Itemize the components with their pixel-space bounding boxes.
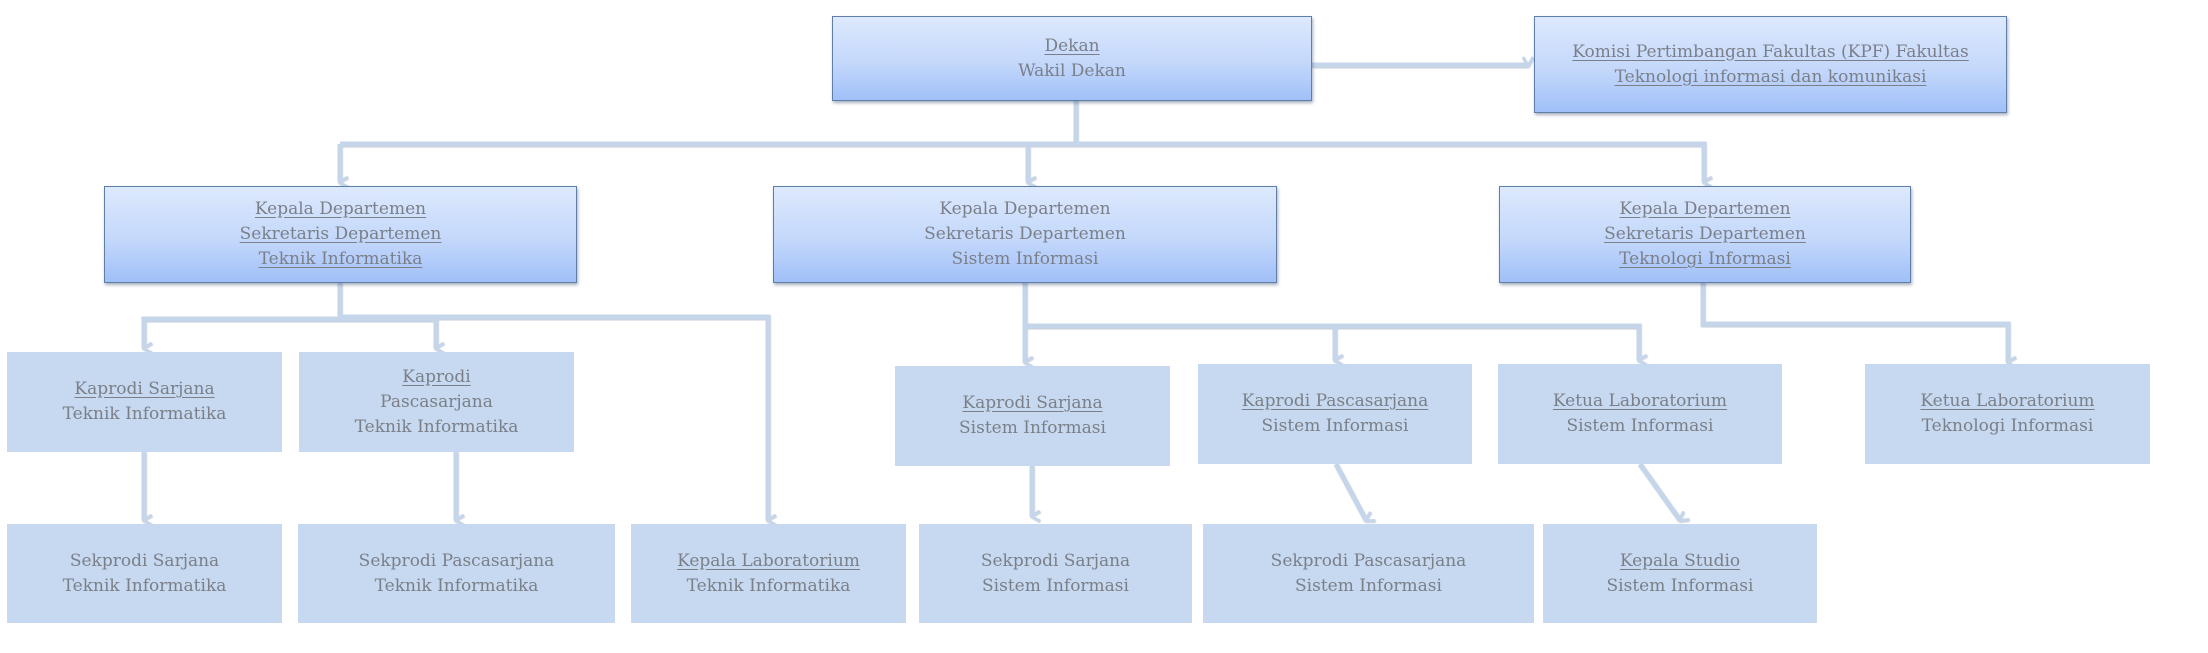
connector-kaprodi-pasca-si-sekprodi [1333,462,1366,520]
node-label-line: Sekprodi Pascasarjana [358,550,555,571]
connector-dept-ti-kaprodi-pasca [340,316,436,348]
node-label-line: Sistem Informasi [1261,416,1409,436]
node-label-line: Komisi Pertimbangan Fakultas (KPF) Fakul… [1572,41,1969,62]
node-label-line: Kepala Laboratorium [677,550,860,571]
node-label-line: Kaprodi Pascasarjana [1241,391,1429,411]
connector-dekan-trunk [340,101,1079,147]
node-label-line: Kepala Studio [1619,550,1741,571]
node-label-line: Ketua Laboratorium [1920,391,2095,411]
node-label-line: Sekretaris Departemen [924,224,1126,244]
connector-ketua-lab-si-kepala-studio [1637,462,1680,520]
node-label-line: Dekan [1044,35,1100,56]
node-label-line: Kaprodi Sarjana [962,393,1103,413]
node-label-line: Teknik Informatika [62,404,227,424]
node-label-line: Wakil Dekan [1018,60,1126,81]
node-label-line: Sistem Informasi [1606,575,1754,596]
node-label-line: Kepala Departemen [254,199,427,219]
connector-dept-tekinfo-ketua-lab [1700,283,2008,362]
node-label-line: Kaprodi [402,366,471,387]
node-label-line: Teknik Informatika [686,575,851,596]
node-label-line: Pascasarjana [380,391,493,412]
node-label-line: Sistem Informasi [951,249,1099,269]
node-label-line: Teknik Informatika [258,249,423,269]
node-label-line: Sekretaris Departemen [239,224,442,244]
node-label-line: Teknologi Informasi [1619,249,1791,269]
node-label-line: Kepala Departemen [1619,199,1791,219]
node-label-line: Teknik Informatika [62,575,227,596]
connector-dekan-dept-tekinfo [1076,141,1704,182]
node-label-line: Teknologi Informasi [1921,416,2094,436]
connector-dept-ti-kalab [340,314,768,520]
node-label-line: Sistem Informasi [1566,416,1714,436]
node-label-line: Teknologi informasi dan komunikasi [1614,66,1927,87]
node-label-line: Sekprodi Sarjana [69,550,220,571]
node-label-line: Sekprodi Sarjana [980,550,1131,571]
node-label-line: Sistem Informasi [982,575,1129,596]
node-kpf[interactable]: Komisi Pertimbangan Fakultas (KPF) Fakul… [1534,16,2007,113]
node-label-line: Ketua Laboratorium [1552,391,1728,411]
node-label-line: Sistem Informasi [959,418,1106,438]
connector-dept-ti-kaprodi-sarjana [141,316,340,348]
node-label-line: Kaprodi Sarjana [74,379,215,399]
node-label-line: Sekprodi Pascasarjana [1270,550,1467,571]
node-label-line: Sistem Informasi [1295,575,1442,596]
node-label-line: Sekretaris Departemen [1604,224,1806,244]
connector-dept-si-trunk [1022,283,1639,360]
node-label-line: Teknik Informatika [354,416,519,437]
node-label-line: Teknik Informatika [374,575,539,596]
node-label-line: Kepala Departemen [939,199,1111,219]
